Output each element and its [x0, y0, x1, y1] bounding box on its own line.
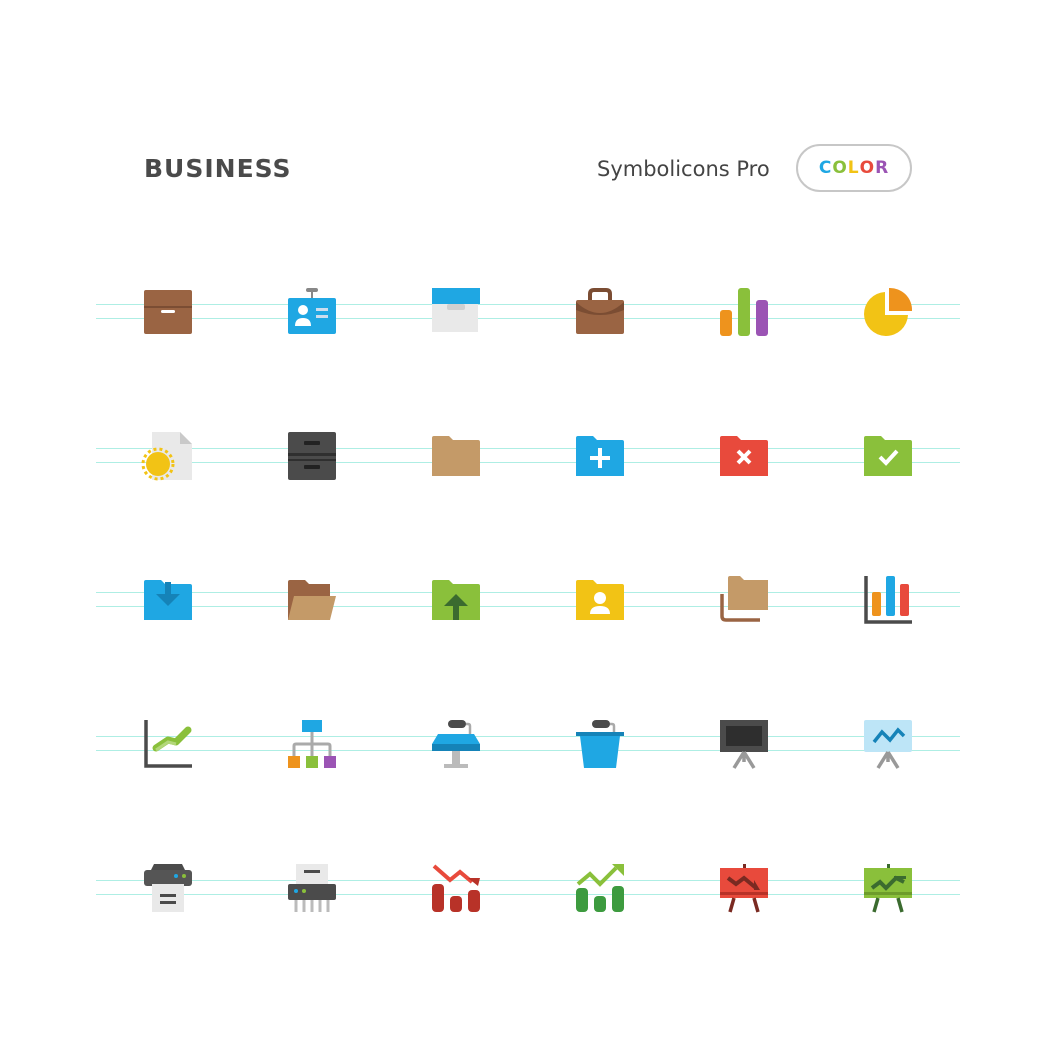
org-chart-icon: [288, 720, 336, 768]
printer-icon: [144, 864, 192, 912]
badge-letter: O: [832, 158, 848, 178]
badge-letter: R: [875, 158, 890, 178]
folder-download-icon: [144, 576, 192, 624]
lectern-icon: [576, 720, 624, 768]
page-title: BUSINESS: [144, 154, 292, 183]
presentation-down-icon: [720, 864, 768, 913]
brand-name: Symbolicons Pro: [597, 157, 770, 181]
folder-add-icon: [576, 432, 624, 480]
shredder-icon: [288, 864, 336, 912]
folder-open-icon: [288, 576, 336, 624]
chart-up-icon: [576, 864, 624, 912]
presentation-board-icon: [720, 720, 768, 769]
line-graph-icon: [144, 720, 192, 768]
folder-upload-icon: [432, 576, 480, 624]
folder-user-icon: [576, 576, 624, 624]
presentation-up-icon: [864, 864, 912, 913]
bar-chart-icon: [720, 288, 768, 336]
file-box-icon: [432, 288, 480, 336]
chart-down-icon: [432, 864, 480, 912]
briefcase-icon: [576, 288, 624, 336]
pie-chart-icon: [864, 287, 913, 336]
folder-delete-icon: [720, 432, 768, 480]
bar-graph-axes-icon: [864, 576, 912, 624]
folder-check-icon: [864, 432, 912, 480]
badge-letter: O: [859, 158, 876, 178]
podium-icon: [432, 720, 480, 768]
filing-cabinet-icon: [288, 432, 336, 480]
id-badge-icon: [288, 288, 336, 336]
folders-icon: [720, 576, 768, 624]
certificate-document-icon: [141, 432, 192, 481]
archive-box-icon: [144, 288, 192, 336]
badge-letter: L: [847, 158, 860, 178]
folder-icon: [432, 432, 480, 480]
badge-letter: C: [818, 158, 833, 178]
presentation-chart-icon: [864, 720, 912, 769]
